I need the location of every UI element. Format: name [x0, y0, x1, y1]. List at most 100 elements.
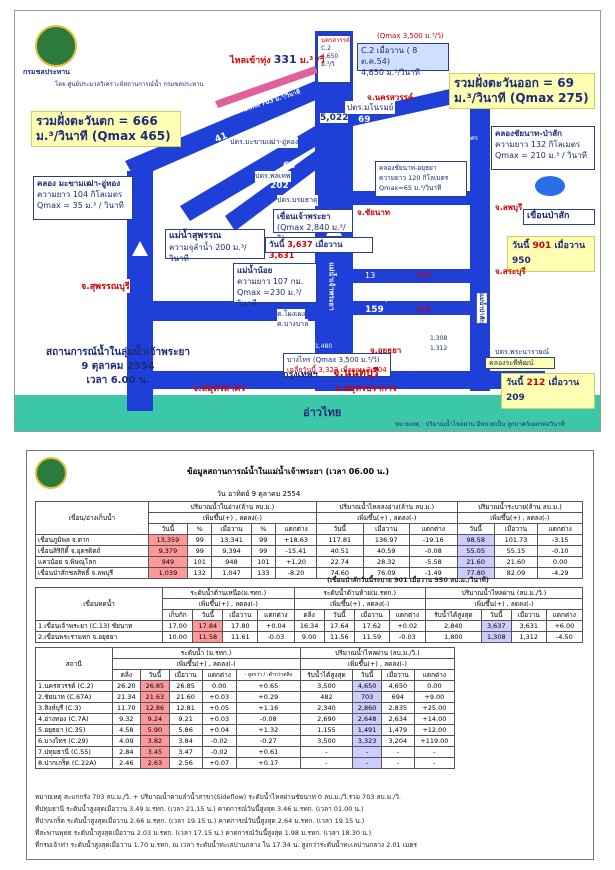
table-cell: 99 — [186, 545, 213, 557]
table-cell: 99 — [250, 545, 277, 557]
table-cell: 17.84 — [192, 620, 224, 632]
chao-dam-name: เขื่อนเจ้าพระยา — [277, 212, 331, 221]
table-cell: 0.00 — [537, 556, 583, 568]
c2-station-box: นครสวรรค์ C.2 4,650 ม.³/วิ — [317, 35, 351, 83]
table-cell: 3.สิงห์บุรี (C.3) — [35, 702, 113, 714]
pasak-today-label: วันนี้ — [512, 241, 530, 251]
table-cell: -4.50 — [545, 631, 584, 643]
west-total: รวมฝั่งตะวันตก = 666 — [36, 114, 158, 128]
situation-title: สถานการณ์น้ำในลุ่มน้ำเจ้าพระยา — [46, 347, 190, 358]
table-cell: 2.เขื่อนพระรามหก จ.อยุธยา — [34, 631, 164, 643]
situation-date: 9 ตุลาคม 2554 — [81, 361, 155, 372]
dam-boromthat: ปตร.บรมธาตุ — [277, 195, 318, 206]
table-cell: 13,359 — [147, 534, 188, 546]
inflow-upper: ไหลเข้าทุ่ง 331 ม.³ /วิ — [230, 53, 325, 67]
table-cell: +0.61 — [235, 746, 301, 758]
pasak-note: (เขื่อนป่าสักวันนี้ระบาย 901 เมื่อวาน 95… — [327, 576, 489, 584]
table-cell: 9,394 — [211, 545, 252, 557]
east-link-3 — [353, 301, 473, 315]
v1308: 1,308 — [430, 335, 448, 342]
table-cell: 101.73 — [493, 534, 539, 546]
table-cell: -3.15 — [537, 534, 583, 546]
flow-5022: 5,022 — [320, 113, 349, 123]
table-cell: 3,637 — [480, 620, 512, 632]
table-cell: +12.00 — [413, 724, 456, 736]
map-footnote: หมายเหตุ : ปริมาณน้ำไหลผ่าน มีหน่วยเป็น … — [395, 421, 565, 428]
table-cell: 22.74 — [316, 556, 364, 568]
report-date: วัน อาทิตย์ 9 ตุลาคม 2554 — [217, 490, 301, 498]
east-total: รวมฝั่งตะวันออก = 69 — [454, 76, 574, 90]
table-cell: 1.เขื่อนเจ้าพระยา (C.13) ชัยนาท — [34, 620, 164, 632]
note-line: ที่ปากเกร็ด ระดับน้ำสูงสุดเมื่อวาน 2.66 … — [35, 817, 365, 825]
table-cell: 2,340 — [299, 702, 354, 714]
table-cell: 948 — [211, 556, 252, 568]
pasak-yest: 950 — [512, 256, 531, 266]
table-cell: 3,500 — [299, 680, 354, 692]
v1312: 1,312 — [430, 345, 448, 352]
table-cell: 2,860 — [352, 702, 382, 714]
table-cell: 76.09 — [362, 567, 410, 579]
table-cell: -0.08 — [235, 713, 301, 725]
table-cell: 1,479 — [380, 724, 415, 736]
c2-value: 4,650 ม.³/วินาที — [361, 68, 420, 77]
barrage-col: วันนี้ — [323, 609, 355, 621]
suphanburi-label: จ.สุพรรณบุรี — [81, 279, 130, 293]
table-cell: -0.08 — [409, 545, 458, 557]
suphan-name: แม่น้ำสุพรรณ — [169, 231, 222, 241]
table-cell: - — [413, 757, 456, 769]
table-cell: 5.90 — [140, 724, 170, 736]
dam-h-outflow: ปริมาณน้ำระบาย(ล้าน ลบ.ม.) — [456, 501, 584, 513]
table-cell: 3.47 — [168, 746, 203, 758]
flow-202: 202 — [270, 181, 289, 191]
dam-col: วันนี้ — [316, 523, 364, 535]
ayutthaya-label: จ.อยุธยา — [370, 346, 402, 355]
bottom-canal — [145, 371, 545, 389]
table-cell: +0.29 — [235, 691, 301, 703]
chao-river-label: แม่น้ำเจ้าพระยา — [327, 262, 336, 311]
barrage-header-1: เขื่อนทดน้ำ ระดับน้ำด้านเหนือ(ม.รทก.) ระ… — [34, 587, 584, 621]
table-cell: - — [380, 746, 415, 758]
barrage-col: แตกต่าง — [257, 609, 295, 621]
dam-h-sign-3: เพิ่มขึ้น(+) , ลดลง(-) — [456, 512, 584, 524]
dam-h-storage: ปริมาณน้ำในอ่าง(ล้าน ลบ.ม.) — [147, 501, 318, 513]
table-cell: +9.00 — [413, 691, 456, 703]
table-cell: 3,631 — [510, 620, 547, 632]
noi-len: ความยาว 107 กม. — [237, 277, 304, 286]
boromthat-canal — [225, 151, 325, 231]
dam-col: % — [250, 523, 277, 535]
table-cell: 1.นครสวรรค์ (C.2) — [35, 680, 113, 692]
table-cell: 694 — [380, 691, 415, 703]
dam-table: เขื่อน/อ่างเก็บน้ำ ปริมาณน้ำในอ่าง(ล้าน … — [35, 501, 584, 579]
c2-now: 4,650 — [321, 53, 339, 60]
pasak-flow-box: วันนี้ 901 เมื่อวาน 950 — [507, 236, 595, 272]
dam-col: แตกต่าง — [275, 523, 317, 535]
angthong-label: จ.อ่างทอง — [365, 333, 391, 340]
chainat-ayut-len: ความยาว 120 กิโลเมตร — [379, 174, 449, 182]
chainat-ayut-info: คลองชัยนาท-อยุธยา ความยาว 120 กิโลเมตร Q… — [375, 161, 467, 197]
sakae-krang-river — [215, 66, 318, 108]
table-cell: 17.64 — [323, 620, 355, 632]
rama-yest-label: เมื่อวาน — [548, 378, 580, 388]
chainat-pasak-info: คลองชัยนาท-ป่าสัก ความยาว 132 กิโลเมตร Q… — [491, 126, 595, 170]
table-cell: - — [352, 746, 382, 758]
table-cell: 4.58 — [111, 724, 142, 736]
table-cell: 21.60 — [168, 691, 203, 703]
station-col: วันนี้ — [140, 669, 170, 681]
dam-col: เมื่อวาน — [493, 523, 539, 535]
c2-box: C.2 เมื่อวาน ( 8 ต.ค.54) 4,650 ม.³/วินาท… — [357, 43, 449, 77]
table-cell: 9.00 — [293, 631, 325, 643]
barrage-col: เมื่อวาน — [510, 609, 547, 621]
table-cell: 11.61 — [222, 631, 259, 643]
table-cell: 13,341 — [211, 534, 252, 546]
table-cell: 9.32 — [111, 713, 142, 725]
chao-yest-value: 3,631 — [269, 251, 295, 260]
barrage-col: เมื่อวาน — [353, 609, 390, 621]
table-cell: 17.62 — [353, 620, 390, 632]
